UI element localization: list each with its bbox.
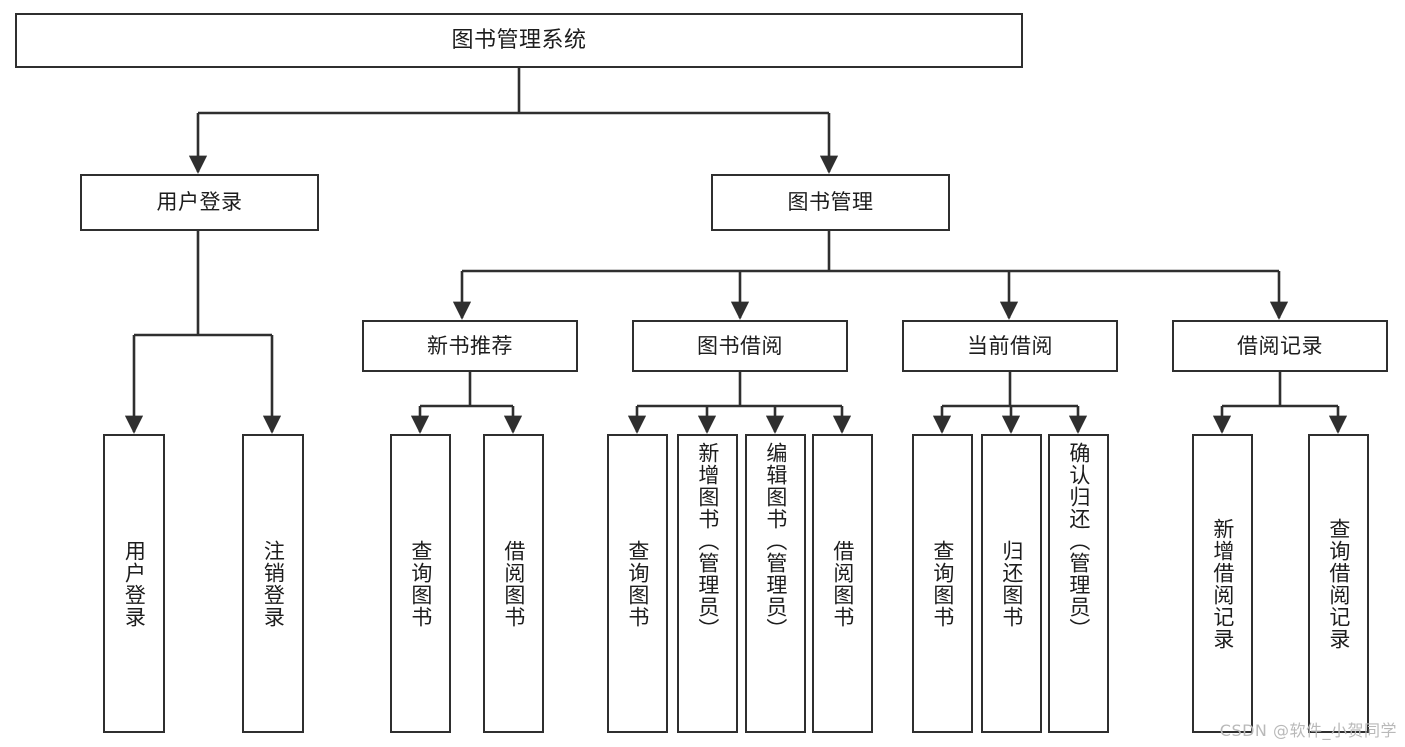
node-borrow-record[interactable]: 借阅记录 xyxy=(1172,320,1388,372)
node-label: 查询图书 xyxy=(408,539,433,628)
node-label: 确认归还（管理员） xyxy=(1066,442,1091,640)
node-label: 用户登录 xyxy=(156,190,243,214)
node-query-book-2[interactable]: 查询图书 xyxy=(607,434,668,733)
node-book-borrow[interactable]: 图书借阅 xyxy=(632,320,848,372)
node-label: 注销登录 xyxy=(261,539,286,628)
node-user-login[interactable]: 用户登录 xyxy=(80,174,319,231)
node-borrow-book-2[interactable]: 借阅图书 xyxy=(812,434,873,733)
node-query-book-1[interactable]: 查询图书 xyxy=(390,434,451,733)
node-current-borrow[interactable]: 当前借阅 xyxy=(902,320,1118,372)
node-label: 新书推荐 xyxy=(427,333,513,358)
node-label: 查询图书 xyxy=(625,539,650,628)
node-label: 图书管理 xyxy=(787,190,874,214)
node-label: 归还图书 xyxy=(999,539,1024,628)
node-query-book-3[interactable]: 查询图书 xyxy=(912,434,973,733)
node-label: 新增借阅记录 xyxy=(1210,517,1235,650)
node-user-logout[interactable]: 注销登录 xyxy=(242,434,304,733)
node-label: 当前借阅 xyxy=(967,333,1053,358)
node-label: 查询图书 xyxy=(930,539,955,628)
node-confirm-return-admin[interactable]: 确认归还（管理员） xyxy=(1048,434,1109,733)
node-root-system[interactable]: 图书管理系统 xyxy=(15,13,1023,68)
csdn-watermark: CSDN @软件_小贺同学 xyxy=(1219,721,1397,740)
node-label: 新增图书（管理员） xyxy=(695,442,720,640)
node-label: 编辑图书（管理员） xyxy=(763,442,788,640)
node-query-borrow-record[interactable]: 查询借阅记录 xyxy=(1308,434,1369,733)
node-label: 借阅图书 xyxy=(501,539,526,628)
node-label: 借阅图书 xyxy=(830,539,855,628)
node-return-book[interactable]: 归还图书 xyxy=(981,434,1042,733)
node-borrow-book-1[interactable]: 借阅图书 xyxy=(483,434,544,733)
node-label: 图书借阅 xyxy=(697,333,783,358)
node-book-manage[interactable]: 图书管理 xyxy=(711,174,950,231)
node-label: 查询借阅记录 xyxy=(1326,517,1351,650)
node-add-borrow-record[interactable]: 新增借阅记录 xyxy=(1192,434,1253,733)
node-edit-book-admin[interactable]: 编辑图书（管理员） xyxy=(745,434,806,733)
node-label: 图书管理系统 xyxy=(451,27,587,53)
node-add-book-admin[interactable]: 新增图书（管理员） xyxy=(677,434,738,733)
node-label: 借阅记录 xyxy=(1237,333,1323,358)
node-user-login-do[interactable]: 用户登录 xyxy=(103,434,165,733)
node-label: 用户登录 xyxy=(122,539,147,628)
node-new-book-recommend[interactable]: 新书推荐 xyxy=(362,320,578,372)
